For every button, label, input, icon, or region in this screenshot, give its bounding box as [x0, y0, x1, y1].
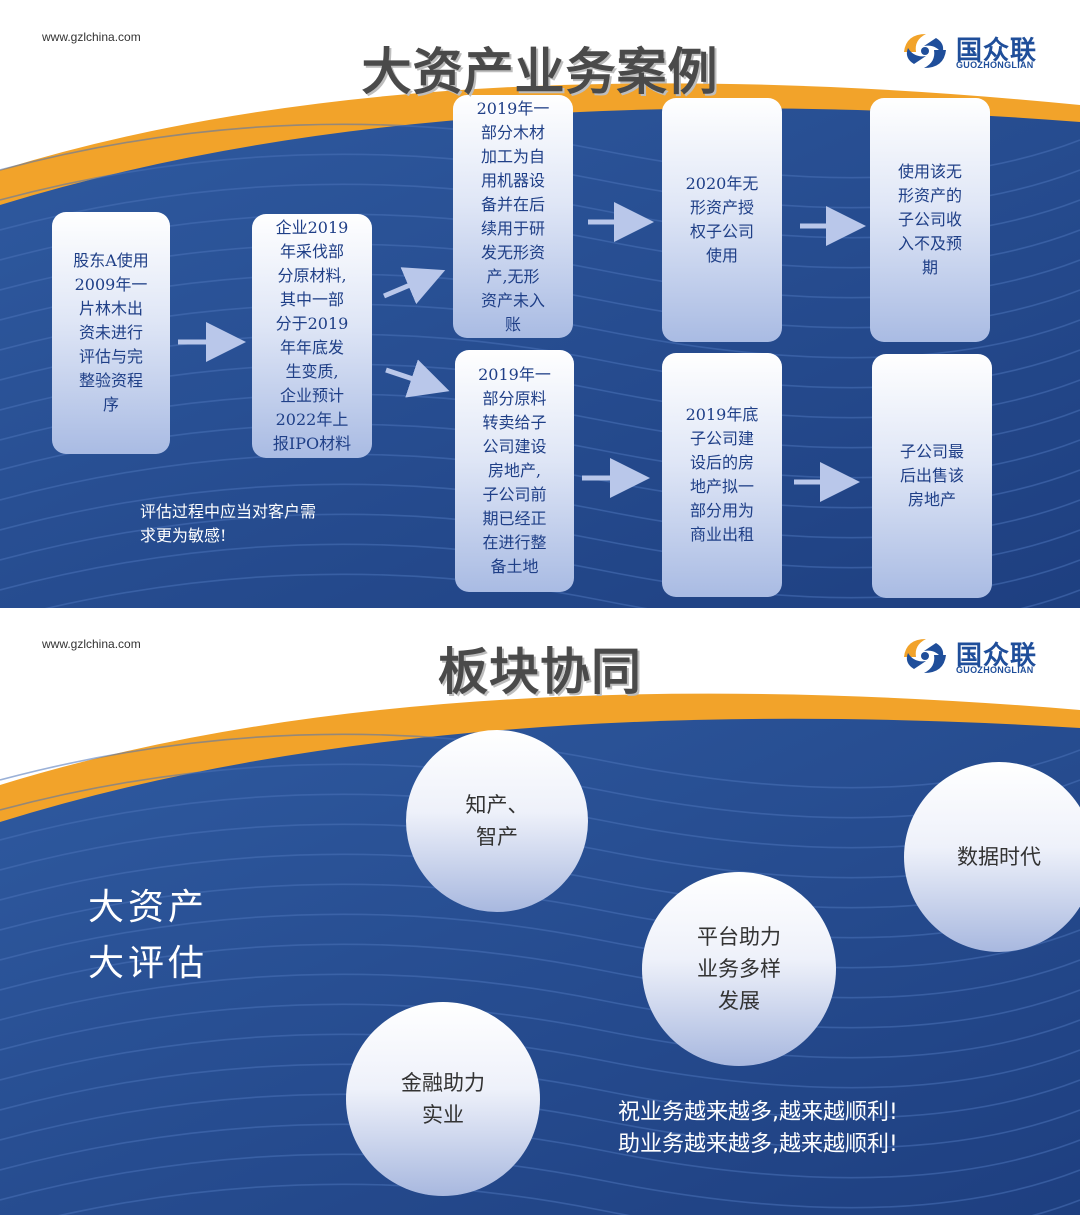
case-box-8: 子公司最 后出售该 房地产	[872, 354, 992, 598]
logo-chinese-name: 国众联	[956, 36, 1038, 66]
case-box-1: 股东A使用 2009年一 片林木出 资未进行 评估与完 整验资程 序	[52, 212, 170, 454]
website-url[interactable]: www.gzlchina.com	[42, 30, 141, 44]
arrow-2	[383, 267, 446, 305]
logo-english-name: GUOZHONGLIAN	[956, 60, 1034, 70]
case-box-3: 2019年一 部分木材 加工为自 用机器设 备并在后 续用于研 发无形资 产,无…	[453, 95, 573, 338]
page-title: 板块协同	[438, 643, 642, 701]
logo-icon	[904, 639, 946, 673]
case-box-6: 2019年一 部分原料 转卖给子 公司建设 房地产, 子公司前 期已经正 在进行…	[455, 350, 574, 592]
case-box-4: 2020年无 形资产授 权子公司 使用	[662, 98, 782, 342]
company-logo: 国众联 GUOZHONGLIAN	[900, 635, 1050, 675]
case-box-7: 2019年底 子公司建 设后的房 地产拟一 部分用为 商业出租	[662, 353, 782, 597]
circle-platform: 平台助力 业务多样 发展	[642, 872, 836, 1066]
arrow-3	[385, 359, 450, 398]
logo-chinese-name: 国众联	[956, 641, 1038, 671]
circle-data-era: 数据时代	[904, 762, 1080, 952]
flow-arrows	[178, 202, 866, 502]
website-url[interactable]: www.gzlchina.com	[42, 637, 141, 651]
circle-finance: 金融助力 实业	[346, 1002, 540, 1196]
circle-ip: 知产、 智产	[406, 730, 588, 912]
slide-sector-synergy: www.gzlchina.com 板块协同 国众联 GUOZHONGLIAN 大…	[0, 610, 1080, 1215]
case-box-2: 企业2019 年采伐部 分原材料, 其中一部 分于2019 年年底发 生变质, …	[252, 214, 372, 458]
logo-english-name: GUOZHONGLIAN	[956, 665, 1034, 675]
case-box-5: 使用该无 形资产的 子公司收 入不及预 期	[870, 98, 990, 342]
slide-business-cases: www.gzlchina.com 大资产业务案例 国众联 GUOZHONGLIA…	[0, 30, 1080, 608]
logo-icon	[904, 34, 946, 68]
slogan-line-1: 祝业务越来越多,越来越顺利!	[618, 1100, 898, 1125]
company-logo: 国众联 GUOZHONGLIAN	[900, 30, 1050, 70]
assessment-note: 评估过程中应当对客户需 求更为敏感!	[140, 502, 317, 545]
big-asset-heading: 大资产 大评估	[88, 887, 209, 984]
page-title: 大资产业务案例	[361, 43, 719, 101]
slogan-line-2: 助业务越来越多,越来越顺利!	[618, 1132, 898, 1157]
